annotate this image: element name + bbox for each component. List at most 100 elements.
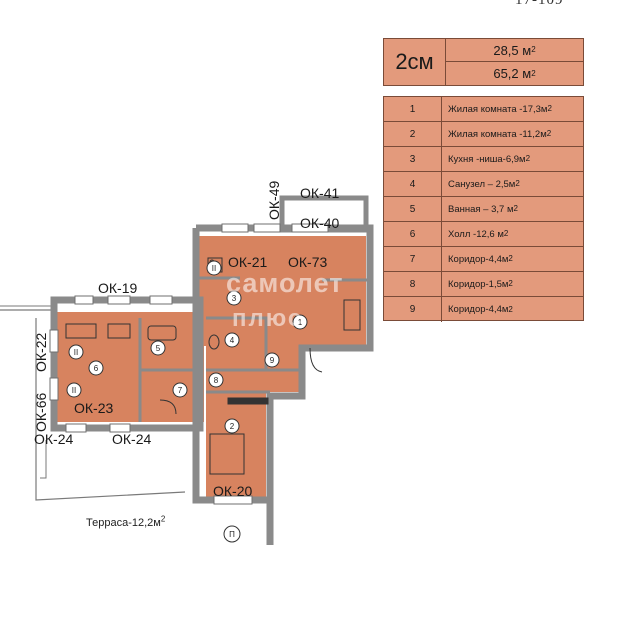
marker-ii-a-label: II (212, 264, 216, 273)
room-number: 3 (384, 147, 442, 171)
terrace-step (40, 440, 47, 479)
bed (209, 433, 245, 475)
kitchen-partitions (196, 276, 370, 282)
marker-4 (224, 332, 240, 348)
marker-5-label: 5 (156, 344, 161, 353)
toilet (208, 334, 220, 350)
marker-3 (226, 290, 242, 306)
label-ok49: ОК-49 (266, 181, 282, 220)
label-ok41: ОК-41 (300, 185, 339, 201)
label-ok23: ОК-23 (74, 400, 113, 416)
marker-4-label: 4 (230, 336, 235, 345)
marker-ii-b-label: II (74, 348, 78, 357)
label-ok66: ОК-66 (33, 393, 49, 432)
marker-6-label: 6 (94, 364, 99, 373)
marker-9 (264, 352, 280, 368)
room-number: 4 (384, 172, 442, 196)
marker-p (223, 525, 241, 543)
label-ok40: ОК-40 (300, 215, 339, 231)
room-number: 8 (384, 272, 442, 296)
marker-1-label: 1 (298, 318, 303, 327)
marker-ii-c (66, 382, 82, 398)
page-number: 17-109 (515, 0, 564, 8)
wardrobe (343, 299, 361, 331)
marker-3-label: 3 (232, 294, 237, 303)
unit-code: 2см (384, 39, 446, 85)
marker-2 (224, 418, 240, 434)
marker-ii-b (68, 344, 84, 360)
window-labels: ОК-41 ОК-40 ОК-49 ОК-21 ОК-73 ОК-19 ОК-2… (33, 181, 339, 499)
label-ok20: ОК-20 (213, 483, 252, 499)
room-name: Ванная – 3,7 м (448, 203, 514, 215)
armchair (107, 323, 131, 339)
door-swing (159, 399, 177, 415)
window-ok49 (253, 223, 281, 233)
label-ok24-a: ОК-24 (34, 431, 73, 447)
marker-8-label: 8 (214, 376, 219, 385)
sofa (65, 323, 97, 339)
label-ok19: ОК-19 (98, 280, 137, 296)
marker-1 (292, 314, 308, 330)
windows (49, 223, 329, 505)
window-ok19-b (107, 295, 131, 305)
window-ok21 (221, 223, 249, 233)
room-7-fill (140, 370, 200, 422)
room-name: Коридор-1,5м (448, 278, 509, 290)
window-ok73 (291, 223, 329, 233)
watermark-line2: плюс (232, 305, 304, 332)
room-name: Санузел – 2,5м (448, 178, 516, 190)
marker-6 (88, 360, 104, 376)
marker-ii-a (206, 260, 222, 276)
room-5-fill (140, 320, 200, 370)
marker-2-label: 2 (230, 422, 235, 431)
room-name: Коридор-4,4м (448, 304, 509, 315)
room-2-fill (206, 392, 266, 500)
room-number: 2 (384, 122, 442, 146)
marker-9-label: 9 (270, 356, 275, 365)
room-number: 5 (384, 197, 442, 221)
bathtub (147, 325, 177, 341)
window-ok19-a (74, 295, 94, 305)
marker-8 (208, 372, 224, 388)
window-ok24-b (109, 423, 131, 433)
terrace-text: Терраса-12,2м (86, 517, 161, 529)
partition-walls (138, 316, 300, 422)
window-ok20 (213, 495, 253, 505)
marker-5 (150, 340, 166, 356)
room-marker-labels: 3 1 4 5 6 7 8 9 2 II II II П (72, 264, 303, 539)
fixtures (65, 257, 361, 475)
terrace-outline (0, 309, 186, 501)
marker-p-label: П (229, 530, 235, 539)
terrace-exponent: 2 (160, 514, 166, 524)
marker-ii-c-label: II (72, 386, 76, 395)
room-number: 7 (384, 247, 442, 271)
label-ok73: ОК-73 (288, 254, 327, 270)
total-area: 65,2 м (493, 66, 532, 81)
room-number: 1 (384, 97, 442, 121)
marker-7-label: 7 (178, 386, 183, 395)
window-ok19-c (149, 295, 173, 305)
watermark-line1: самолет (226, 268, 344, 298)
label-ok22: ОК-22 (33, 333, 49, 372)
room-number: 9 (384, 297, 442, 322)
